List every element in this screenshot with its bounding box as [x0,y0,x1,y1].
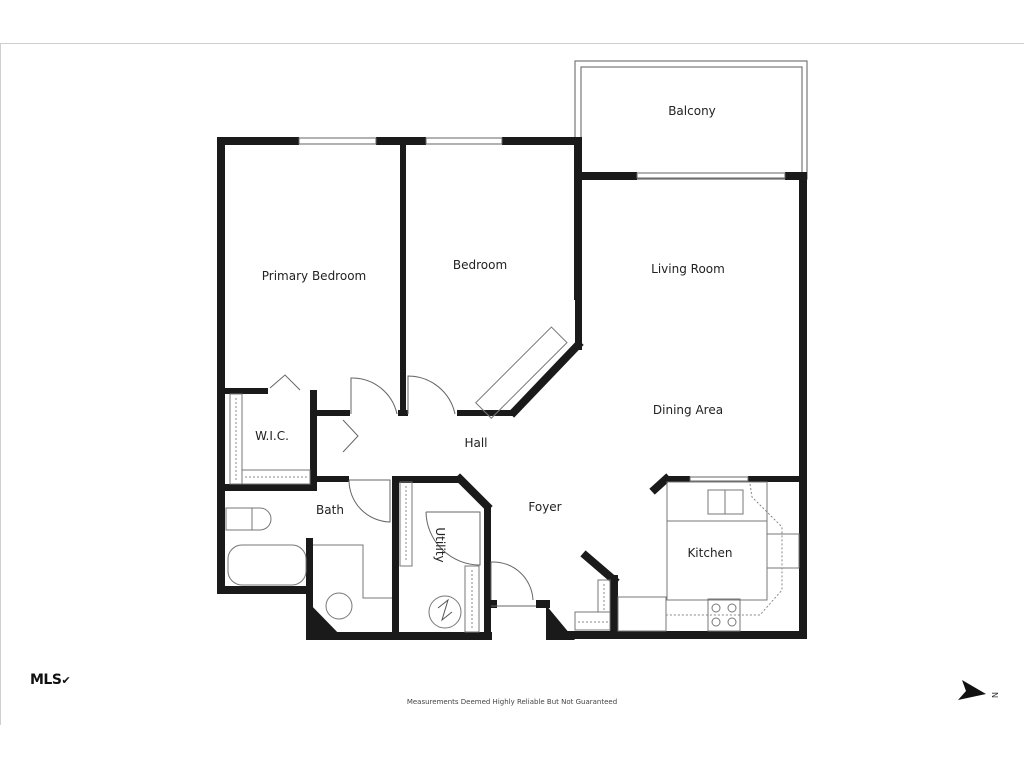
north-arrow-icon: N [958,680,1000,700]
fixtures [225,326,800,633]
diagonal-walls [454,339,672,586]
wall-fills [306,600,575,640]
room-label-utility: Utility [433,527,447,562]
room-label-living-room: Living Room [651,262,725,276]
room-label-dining-area: Dining Area [653,403,723,417]
disclaimer-text: Measurements Deemed Highly Reliable But … [406,698,618,706]
room-label-foyer: Foyer [528,500,561,514]
windows [298,137,786,482]
mls-logo: MLS✔ [30,672,71,688]
room-label-primary-bedroom: Primary Bedroom [262,269,366,283]
doors [269,374,536,607]
logo-text: MLS [30,672,62,688]
room-label-bath: Bath [316,503,344,517]
plan-frame [0,43,1024,725]
room-label-kitchen: Kitchen [687,546,732,560]
room-label-wic: W.I.C. [255,429,289,443]
room-label-bedroom: Bedroom [453,258,507,272]
walls [217,137,807,640]
room-label-balcony: Balcony [668,104,716,118]
room-label-hall: Hall [464,436,487,450]
dashed-lines [235,398,783,628]
balcony-outline [574,60,808,180]
compass-label: N [991,692,1000,698]
check-circle-icon: ✔ [61,674,71,687]
